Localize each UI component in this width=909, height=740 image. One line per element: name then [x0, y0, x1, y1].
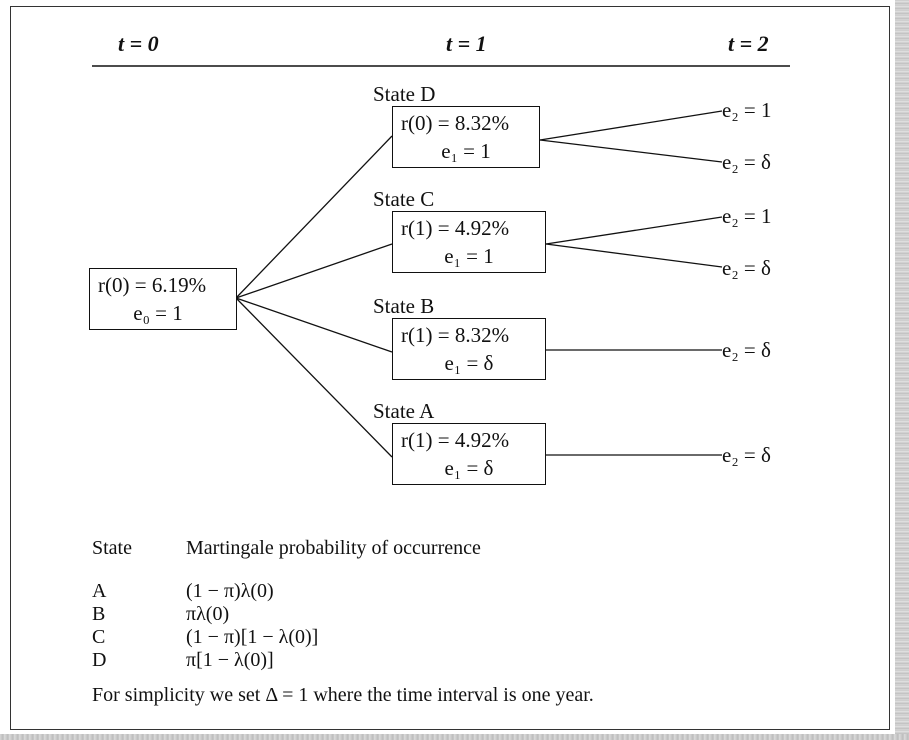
branch-root-c: [235, 243, 393, 299]
legend-col-state: State: [92, 537, 132, 559]
header-t1: t = 1: [446, 31, 487, 56]
leaf-c-up: e₂ = 1: [722, 204, 772, 228]
legend-row-state: A: [92, 580, 107, 602]
leaf-b: e₂ = δ: [722, 338, 771, 362]
leaf-a: e₂ = δ: [722, 443, 771, 467]
node-c-rate: r(1) = 4.92%: [401, 216, 510, 240]
branch-root-d: [235, 135, 393, 299]
branch-root-a: [235, 297, 393, 458]
node-a-rate: r(1) = 4.92%: [401, 428, 510, 452]
legend-row-state: B: [92, 603, 106, 625]
node-root: r(0) = 6.19% e₀ = 1: [89, 268, 237, 330]
node-d-e: e₁ = 1: [441, 139, 491, 163]
node-c: r(1) = 4.92% e₁ = 1: [392, 211, 546, 273]
header-t0: t = 0: [118, 31, 159, 56]
node-root-rate: r(0) = 6.19%: [98, 273, 207, 297]
state-d-label: State D: [373, 82, 436, 106]
branch-d-down: [539, 139, 723, 163]
node-c-e: e₁ = 1: [444, 244, 494, 268]
node-d-rate: r(0) = 8.32%: [401, 111, 510, 135]
branch-root-b: [235, 297, 393, 353]
node-a: r(1) = 4.92% e₁ = δ: [392, 423, 546, 485]
branch-c-up: [545, 216, 723, 245]
legend-row-prob: π[1 − λ(0)]: [186, 649, 274, 671]
branch-d-up: [539, 110, 723, 141]
page-edge-bottom: [0, 734, 909, 740]
leaf-d-up: e₂ = 1: [722, 98, 772, 122]
state-b-label: State B: [373, 294, 435, 318]
figure-frame: [10, 6, 890, 730]
leaf-c-down: e₂ = δ: [722, 256, 771, 280]
branch-c-down: [545, 243, 723, 268]
legend-row-state: D: [92, 649, 107, 671]
legend-row-prob: (1 − π)[1 − λ(0)]: [186, 626, 319, 648]
node-b-rate: r(1) = 8.32%: [401, 323, 510, 347]
legend-col-prob: Martingale probability of occurrence: [186, 537, 481, 559]
node-root-e: e₀ = 1: [133, 301, 183, 325]
legend-row-state: C: [92, 626, 106, 648]
legend-row-prob: (1 − π)λ(0): [186, 580, 274, 602]
header-t2: t = 2: [728, 31, 769, 56]
legend-note: For simplicity we set Δ = 1 where the ti…: [92, 684, 594, 706]
page-edge: [895, 0, 909, 740]
node-b: r(1) = 8.32% e₁ = δ: [392, 318, 546, 380]
node-b-e: e₁ = δ: [444, 351, 494, 375]
state-a-label: State A: [373, 399, 435, 423]
leaf-d-down: e₂ = δ: [722, 150, 771, 174]
node-a-e: e₁ = δ: [444, 456, 494, 480]
legend-row-prob: πλ(0): [186, 603, 230, 625]
state-c-label: State C: [373, 187, 435, 211]
node-d: r(0) = 8.32% e₁ = 1: [392, 106, 540, 168]
